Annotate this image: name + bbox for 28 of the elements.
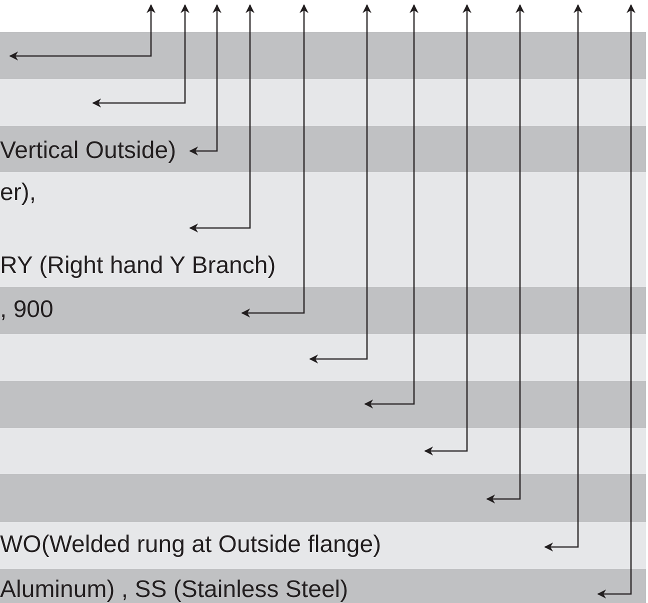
row-text: Aluminum) , SS (Stainless Steel): [0, 576, 348, 603]
band: [0, 474, 646, 522]
band: [0, 381, 646, 428]
table-row: [0, 126, 646, 172]
arrow: [597, 4, 636, 598]
arrow: [486, 4, 524, 504]
table-row: [0, 569, 646, 603]
row-text: WO(Welded rung at Outside flange): [0, 531, 382, 559]
row-text: , 900: [0, 296, 54, 324]
row-text: Vertical Outside): [0, 137, 176, 165]
band: [0, 32, 646, 79]
table-row: [0, 522, 646, 569]
band: [0, 334, 646, 381]
table-row: [0, 287, 646, 334]
band: [0, 79, 646, 126]
row-text: RY (Right hand Y Branch): [0, 252, 276, 280]
row-text: er),: [0, 179, 36, 207]
arrow: [544, 4, 582, 552]
arrow: [424, 4, 472, 456]
arrow: [9, 4, 156, 60]
arrow: [309, 4, 372, 364]
arrow: [241, 4, 308, 318]
arrow: [92, 4, 190, 108]
arrow: [364, 4, 418, 408]
arrow: [189, 4, 222, 156]
arrow: [189, 4, 254, 232]
band: [0, 428, 646, 474]
table-row: [0, 172, 646, 287]
